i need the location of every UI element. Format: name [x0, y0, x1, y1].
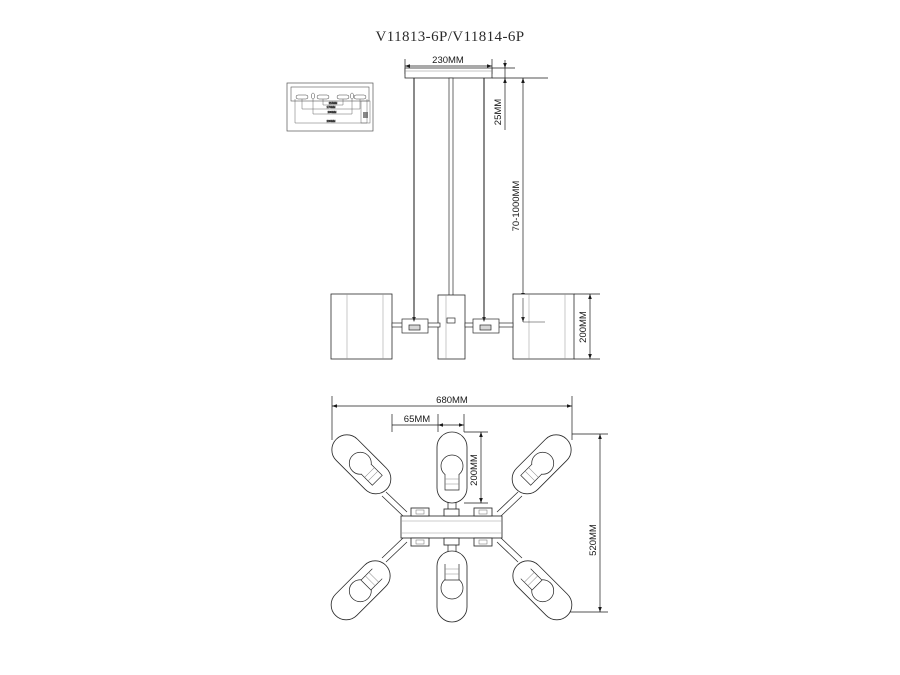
shade-plan-upper-right: [511, 434, 572, 495]
dim-label-230mm: 230MM: [432, 55, 464, 66]
dim-overall-width: [331, 396, 573, 440]
dim-label-shade-200mm: 200MM: [578, 311, 589, 343]
arm-connectors-elevation: [391, 317, 514, 334]
leader-arrows-elevation: [412, 298, 545, 323]
dim-shade-length-plan: [464, 431, 488, 504]
shade-left-elevation: [330, 293, 393, 360]
center-hub-plan: [400, 507, 503, 547]
shade-center-elevation: [437, 294, 466, 360]
page-title: V11813-6P/V11814-6P: [376, 29, 525, 45]
dim-canopy-height: [492, 60, 548, 130]
dim-label-plan-200mm: 200MM: [469, 454, 480, 486]
dim-label-25mm: 25MM: [493, 99, 504, 125]
dim-label-70-1000mm: 70-1000MM: [511, 181, 522, 232]
dim-shade-height-elevation: [574, 293, 600, 360]
inset-dim-4: 230MM: [327, 119, 336, 123]
shade-plan-bottom-center: [436, 550, 468, 623]
front-elevation-view: 230MM 25MM 70-10: [330, 55, 600, 360]
dim-label-520mm: 520MM: [588, 524, 599, 556]
ceiling-canopy: [404, 67, 493, 79]
shade-plan-lower-left: [330, 560, 391, 621]
dim-shade-width: [391, 414, 465, 432]
dim-label-65mm: 65MM: [404, 414, 430, 425]
suspension-rods: [413, 77, 485, 322]
inset-dim-2: 170MM: [327, 105, 336, 109]
bottom-plan-view: 680MM 65MM 520MM 200MM: [330, 395, 608, 623]
shade-plan-top-center: [436, 431, 468, 504]
dim-label-680mm: 680MM: [436, 395, 468, 406]
arms-plan: [381, 491, 523, 563]
canopy-detail-inset: 115MM 170MM 200MM 230MM: [286, 82, 374, 132]
inset-dim-1: 115MM: [329, 101, 337, 105]
shade-plan-upper-left: [331, 434, 392, 495]
shade-right-elevation: [512, 293, 575, 360]
shade-plan-lower-right: [512, 560, 573, 621]
inset-dim-3: 200MM: [328, 110, 337, 114]
